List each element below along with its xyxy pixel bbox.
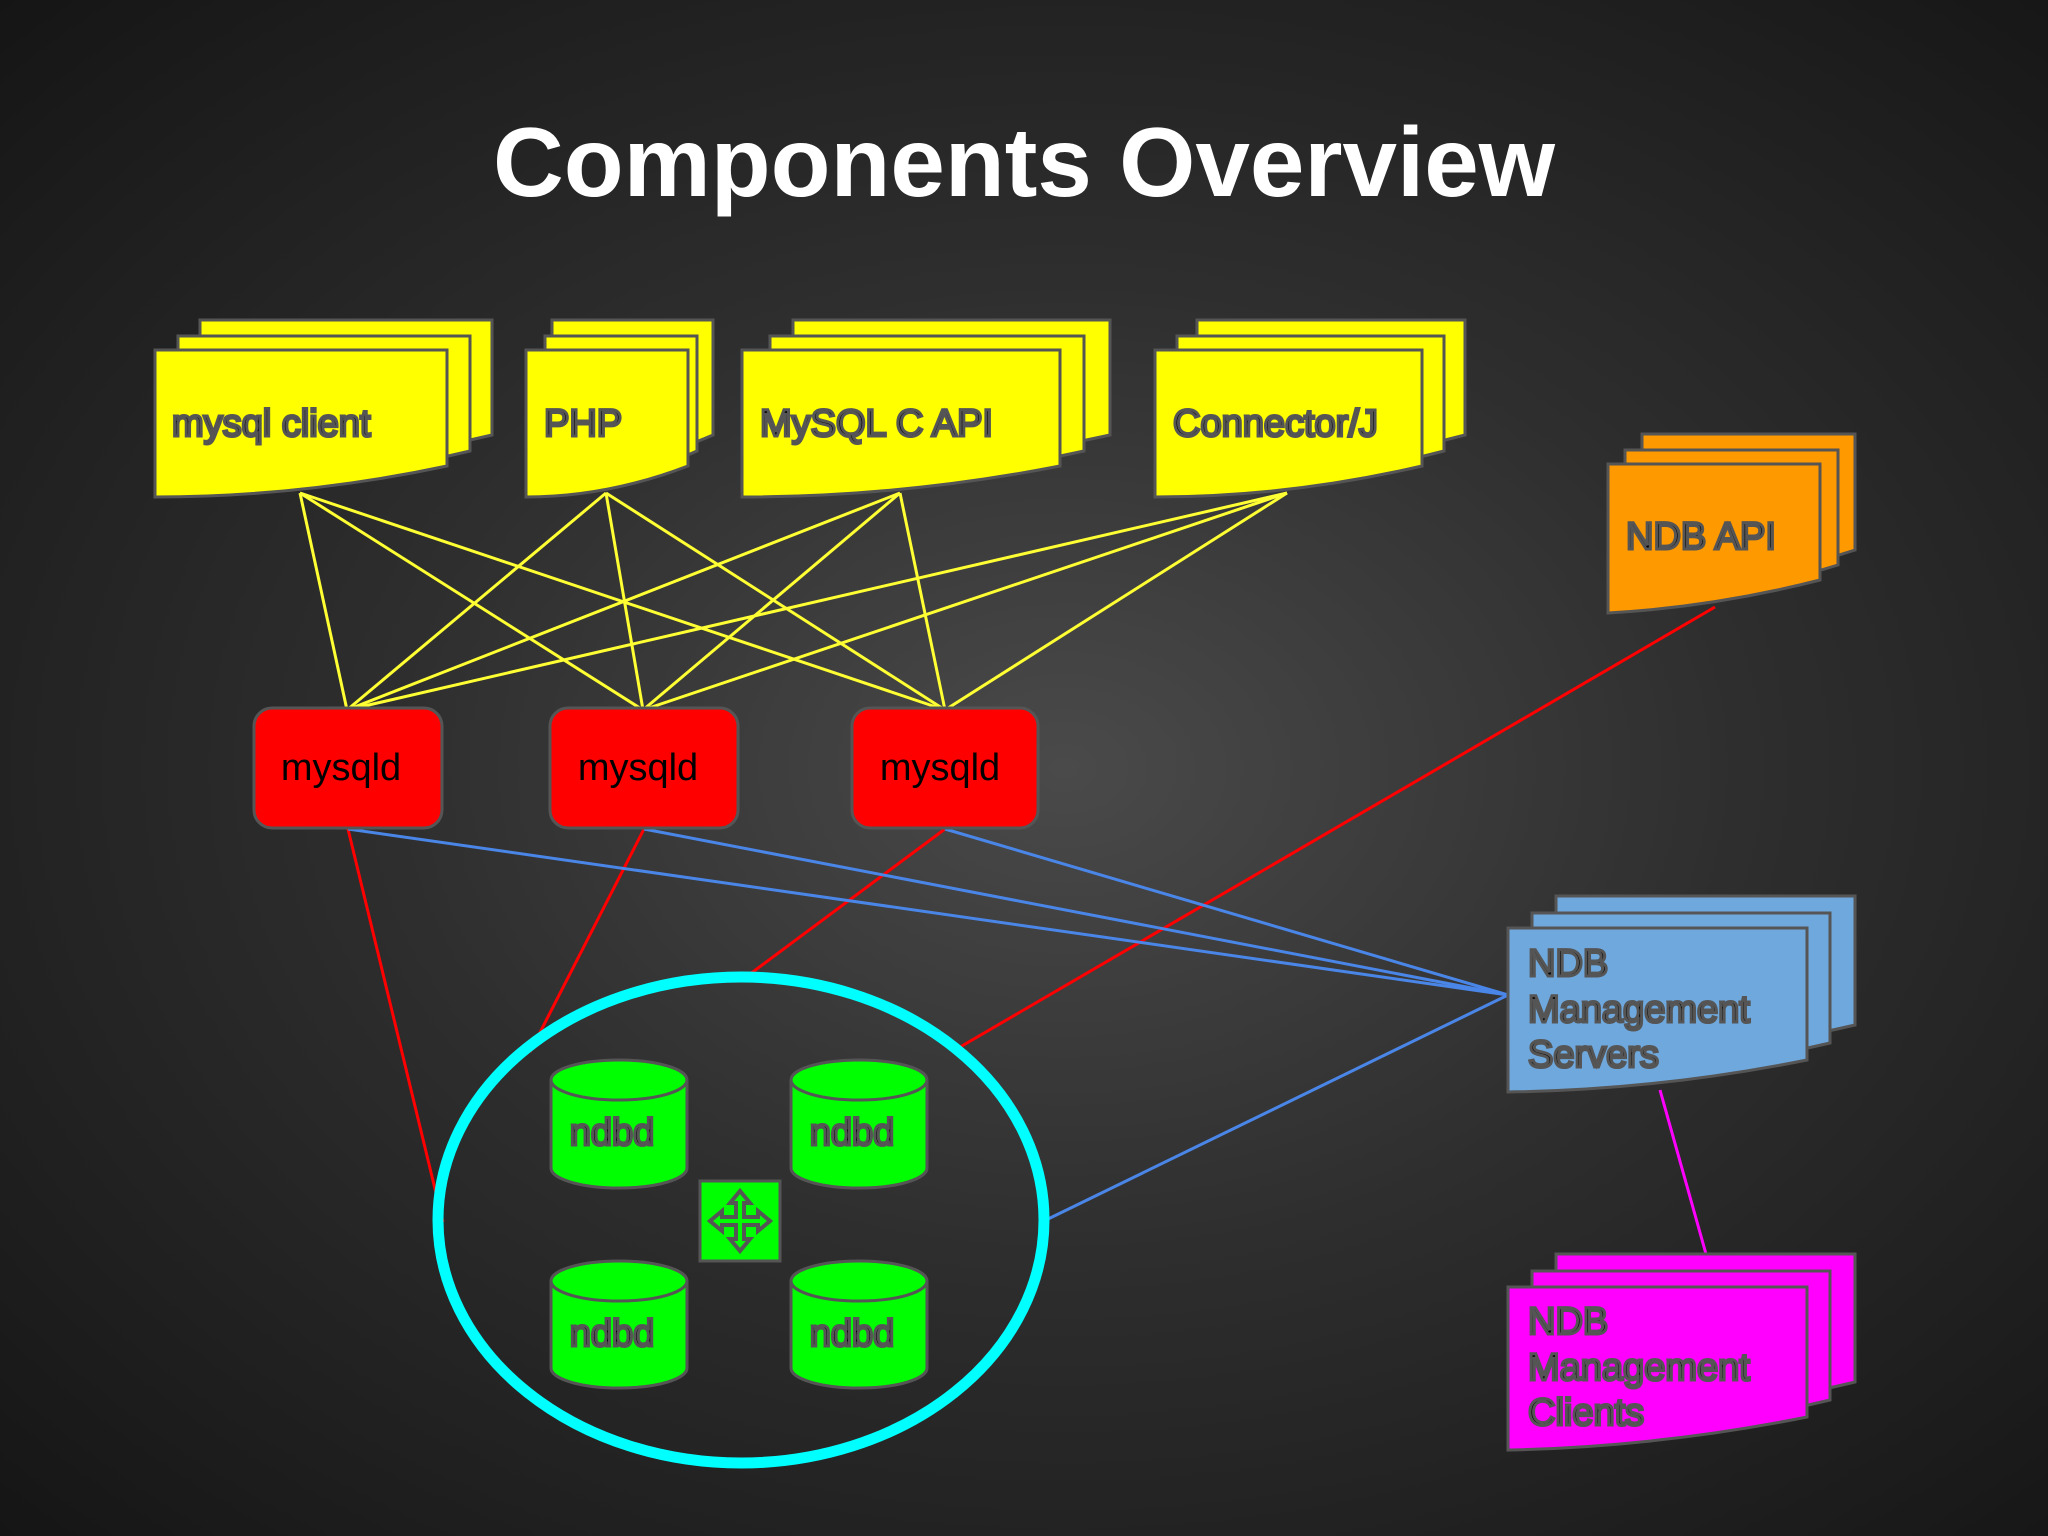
link-capi-mysqld-2 [642, 491, 901, 712]
connector-j-label: Connector/J [1173, 403, 1378, 445]
data-nodes: ndbd ndbd ndbd ndbd [549, 1058, 929, 1390]
data-links [346, 605, 1716, 1223]
mysqld-3-label: mysqld [880, 747, 1000, 789]
link-connectorj-mysqld-1 [346, 491, 1288, 712]
mysqld-2-label: mysqld [578, 747, 698, 789]
mgm-links [347, 827, 1509, 1222]
link-cluster-mgm [1045, 993, 1509, 1222]
php-label: PHP [544, 403, 622, 445]
link-mgm-servers-clients [1658, 1089, 1708, 1255]
ndbd-node-4[interactable]: ndbd [789, 1259, 929, 1390]
ndbd-3-label: ndbd [570, 1313, 655, 1355]
link-mysql-client-mysqld-2 [299, 491, 644, 712]
ndbd-1-label: ndbd [570, 1112, 655, 1154]
connections [298, 491, 1716, 1255]
php-doc[interactable]: PHP [524, 318, 715, 499]
link-php-mysqld-3 [605, 491, 946, 712]
mgm-servers-line-3: Servers [1528, 1034, 1659, 1076]
link-mysqld2-mgm [643, 827, 1509, 997]
mgm-clients-line-3: Clients [1528, 1392, 1644, 1434]
ndbd-node-1[interactable]: ndbd [549, 1058, 689, 1190]
page-title: Components Overview [493, 107, 1556, 217]
mgm-servers-doc[interactable]: NDB Management Servers [1506, 894, 1857, 1094]
link-connectorj-mysqld-3 [944, 491, 1288, 712]
mgm-servers-line-2: Management [1528, 989, 1750, 1031]
mysql-client-doc[interactable]: mysql client [153, 318, 494, 499]
mysql-c-api-label: MySQL C API [760, 403, 993, 445]
link-ndbapi-cluster [954, 605, 1716, 1052]
mysqld-1-label: mysqld [281, 747, 401, 789]
link-capi-mysqld-3 [898, 492, 947, 711]
link-mysqld3-cluster [741, 827, 946, 982]
mgm-clients-label: NDB Management Clients [1528, 1301, 1760, 1434]
connector-j-doc[interactable]: Connector/J [1153, 318, 1467, 499]
ndb-api-label: NDB API [1626, 516, 1776, 558]
mgm-clients-doc[interactable]: NDB Management Clients [1506, 1252, 1857, 1452]
link-mysqld3-mgm [944, 827, 1509, 997]
client-mysqld-links [298, 491, 1288, 712]
mysql-c-api-doc[interactable]: MySQL C API [740, 318, 1112, 499]
link-capi-mysqld-1 [346, 491, 901, 712]
link-mysqld1-cluster [346, 828, 445, 1223]
mgm-servers-line-1: NDB [1528, 943, 1608, 985]
mgm-clients-line-2: Management [1528, 1347, 1750, 1389]
cluster-ring [432, 971, 1050, 1469]
link-mysqld1-mgm [347, 827, 1509, 997]
mgm-clients-line-1: NDB [1528, 1301, 1608, 1343]
mysqld-servers: mysqld mysqld mysqld [252, 706, 1040, 830]
mysqld-node-1[interactable]: mysqld [252, 706, 444, 830]
mysql-client-label: mysql client [172, 403, 371, 445]
client-documents: mysql client PHP MySQL C API Connector/J [153, 318, 1467, 499]
ndbd-2-label: ndbd [810, 1112, 895, 1154]
mysqld-node-2[interactable]: mysqld [548, 706, 740, 830]
ndb-api-doc[interactable]: NDB API [1606, 432, 1857, 615]
ndbd-node-2[interactable]: ndbd [789, 1058, 929, 1190]
link-php-mysqld-1 [346, 491, 607, 712]
link-mysqld2-cluster [528, 828, 646, 1053]
mysqld-node-3[interactable]: mysqld [850, 706, 1040, 830]
link-mysql-client-mysqld-1 [298, 492, 349, 711]
ndbd-4-label: ndbd [810, 1313, 895, 1355]
ndbd-node-3[interactable]: ndbd [549, 1259, 689, 1390]
interconnect-icon [698, 1179, 782, 1263]
mgm-servers-label: NDB Management Servers [1528, 943, 1760, 1076]
link-connectorj-mysqld-2 [642, 491, 1288, 712]
